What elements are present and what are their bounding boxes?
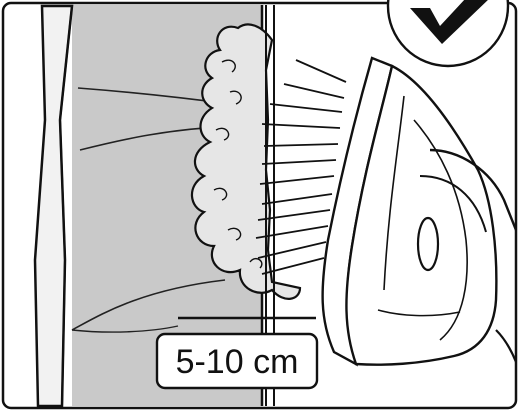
distance-label: 5-10 cm xyxy=(176,343,299,381)
